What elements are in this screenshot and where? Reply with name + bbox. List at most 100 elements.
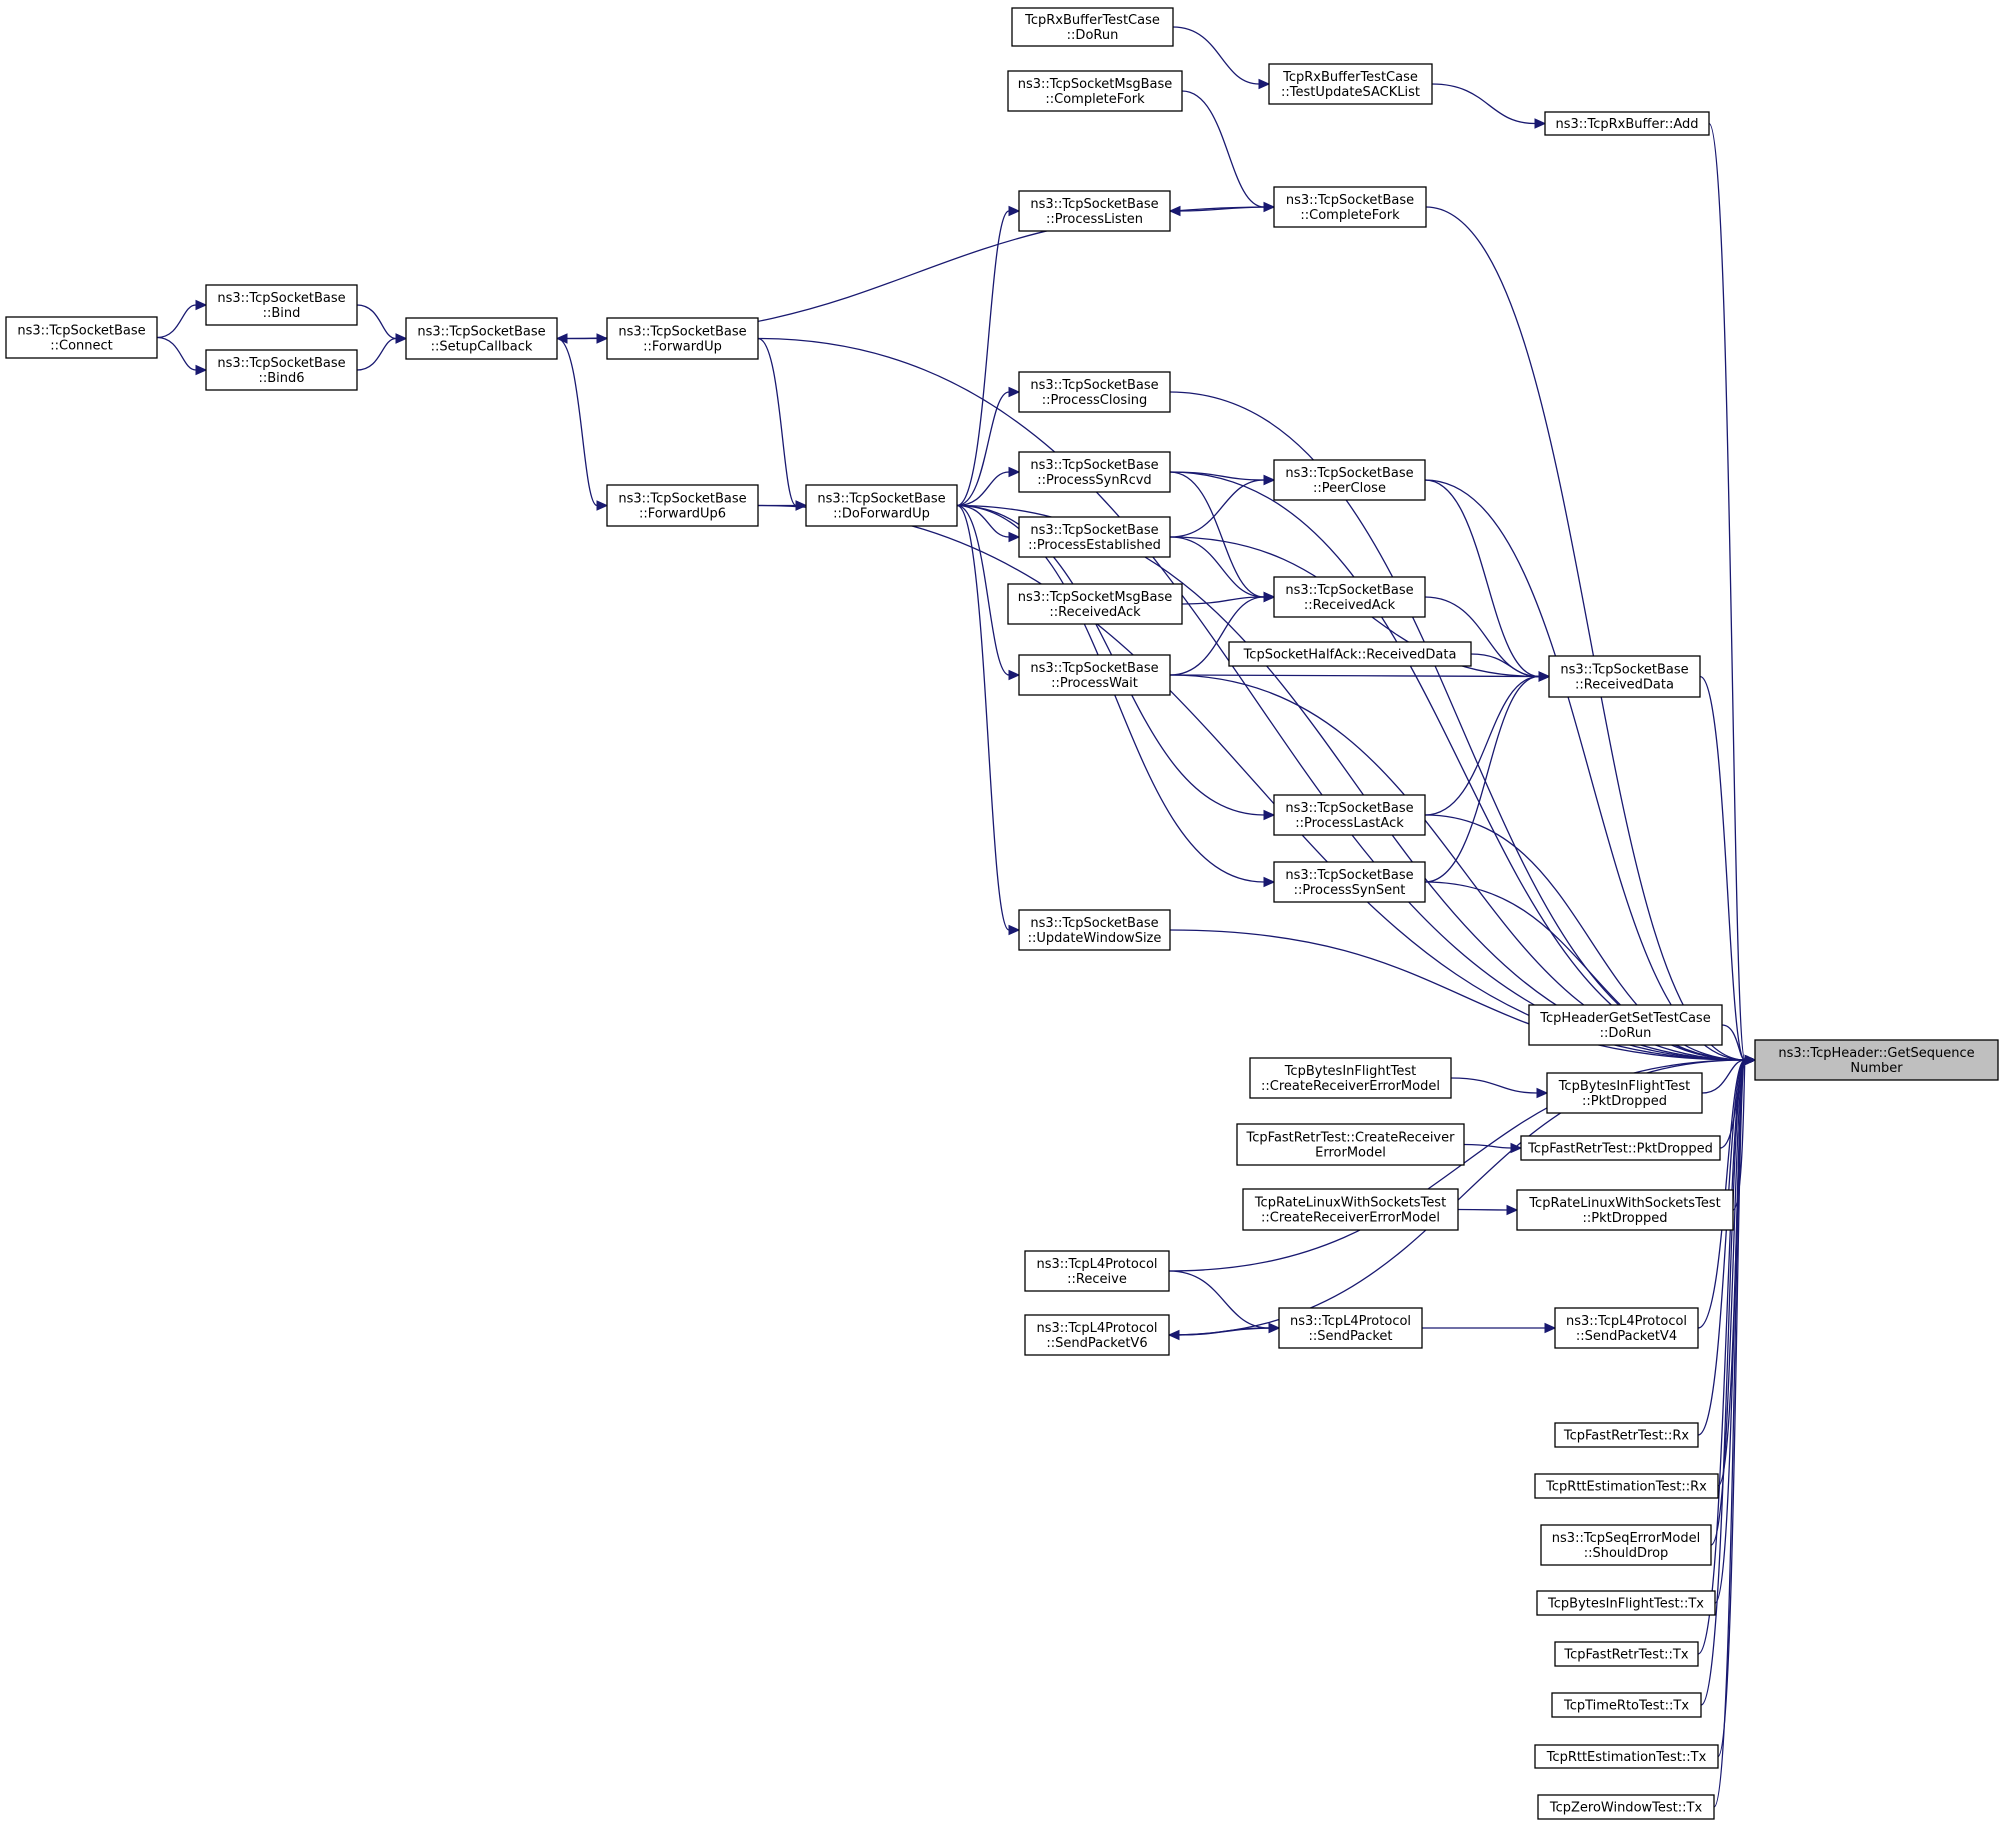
edge-rl_createerr-to-rl_pktdropped (1457, 1208, 1508, 1211)
node-fr_rx[interactable]: TcpFastRetrTest::Rx (1554, 1422, 1699, 1448)
node-label-line: ns3::TcpSocketBase (1030, 197, 1158, 212)
node-box (1007, 583, 1183, 625)
node-setupcallback[interactable]: ns3::TcpSocketBase::SetupCallback (405, 317, 558, 360)
node-l4_receive[interactable]: ns3::TcpL4Protocol::Receive (1024, 1250, 1170, 1292)
edge-processsynsent-to-receiveddata (1424, 675, 1540, 883)
node-bif_pktdropped[interactable]: TcpBytesInFlightTest::PktDropped (1546, 1072, 1703, 1114)
node-label-line: ns3::TcpSocketBase (1030, 916, 1158, 931)
node-label-line: ::Bind6 (258, 371, 304, 386)
node-rtt_tx[interactable]: TcpRttEstimationTest::Tx (1534, 1744, 1719, 1769)
node-box (1273, 576, 1426, 618)
node-connect[interactable]: ns3::TcpSocketBase::Connect (5, 316, 158, 359)
node-forwardup[interactable]: ns3::TcpSocketBase::ForwardUp (606, 317, 759, 360)
node-processclosing[interactable]: ns3::TcpSocketBase::ProcessClosing (1018, 371, 1171, 413)
edge-timerto_tx-to-root (1700, 1059, 1746, 1706)
node-bif_tx[interactable]: TcpBytesInFlightTest::Tx (1536, 1590, 1716, 1616)
node-timerto_tx[interactable]: TcpTimeRtoTest::Tx (1551, 1692, 1702, 1718)
node-rxbuf_add[interactable]: ns3::TcpRxBuffer::Add (1544, 111, 1710, 136)
node-label-line: ::ReceivedData (1575, 678, 1674, 693)
node-msgbase_completefork[interactable]: ns3::TcpSocketMsgBase::CompleteFork (1007, 70, 1183, 112)
arrowhead-l4_sendpacketv6-to-l4_sendpacket (1268, 1322, 1281, 1334)
node-updatewindowsize[interactable]: ns3::TcpSocketBase::UpdateWindowSize (1018, 909, 1171, 951)
arrowhead-setupcallback-to-forwardup (596, 333, 609, 344)
node-completefork[interactable]: ns3::TcpSocketBase::CompleteFork (1273, 186, 1427, 228)
node-receiveddata[interactable]: ns3::TcpSocketBase::ReceivedData (1548, 655, 1701, 698)
node-peerclose[interactable]: ns3::TcpSocketBase::PeerClose (1273, 459, 1426, 501)
node-box (5, 316, 158, 359)
node-rxbuf_testupdate[interactable]: TcpRxBufferTestCase::TestUpdateSACKList (1268, 63, 1433, 105)
node-label-line: TcpBytesInFlightTest::Tx (1547, 1597, 1704, 1612)
node-box (1273, 861, 1426, 903)
node-msgbase_receivedack[interactable]: ns3::TcpSocketMsgBase::ReceivedAck (1007, 583, 1183, 625)
node-box (1520, 1135, 1721, 1161)
edge-receiveddata-to-root (1699, 675, 1746, 1061)
node-l4_sendpacketv6[interactable]: ns3::TcpL4Protocol::SendPacketV6 (1024, 1314, 1170, 1356)
edge-connect-to-bind (156, 304, 197, 339)
arrowhead-l4_sendpacket-to-l4_sendpacketv4 (1544, 1322, 1557, 1334)
node-rl_createerr[interactable]: TcpRateLinuxWithSocketsTest::CreateRecei… (1242, 1188, 1459, 1231)
node-label-line: ::ProcessWait (1051, 676, 1138, 691)
node-label-line: ns3::TcpL4Protocol (1036, 1321, 1157, 1336)
node-l4_sendpacketv4[interactable]: ns3::TcpL4Protocol::SendPacketV4 (1554, 1307, 1699, 1349)
node-box (1018, 654, 1171, 696)
node-bif_createerr[interactable]: TcpBytesInFlightTest::CreateReceiverErro… (1249, 1057, 1452, 1099)
node-processlastack[interactable]: ns3::TcpSocketBase::ProcessLastAck (1273, 794, 1426, 836)
node-l4_sendpacket[interactable]: ns3::TcpL4Protocol::SendPacket (1278, 1307, 1423, 1349)
node-processestablished[interactable]: ns3::TcpSocketBase::ProcessEstablished (1018, 516, 1171, 558)
edge-processestablished-to-receivedack (1169, 536, 1265, 598)
edge-doforwardup-to-processsynrcvd (956, 471, 1010, 507)
node-rtt_rx[interactable]: TcpRttEstimationTest::Rx (1534, 1473, 1719, 1499)
node-label-line: TcpRxBufferTestCase (1024, 13, 1160, 28)
node-fr_pktdropped[interactable]: TcpFastRetrTest::PktDropped (1520, 1135, 1721, 1161)
node-box (606, 484, 759, 527)
node-label-line: ::SendPacketV6 (1046, 1336, 1147, 1351)
node-halfack_receiveddata[interactable]: TcpSocketHalfAck::ReceivedData (1228, 641, 1472, 667)
edge-doforwardup-to-updatewindowsize (956, 504, 1010, 931)
edge-processsynrcvd-to-root (1169, 471, 1746, 1061)
node-label-line: TcpFastRetrTest::Rx (1563, 1429, 1690, 1444)
edge-processwait-to-receiveddata (1169, 674, 1540, 678)
node-fr_tx[interactable]: TcpFastRetrTest::Tx (1554, 1641, 1699, 1667)
node-bind[interactable]: ns3::TcpSocketBase::Bind (205, 284, 358, 326)
node-processwait[interactable]: ns3::TcpSocketBase::ProcessWait (1018, 654, 1171, 696)
edge-updatewindowsize-to-root (1169, 929, 1746, 1061)
edge-rxbuf_add-to-root (1708, 122, 1746, 1061)
edge-l4_receive-to-l4_sendpacket (1168, 1270, 1270, 1329)
node-label-line: TcpRateLinuxWithSocketsTest (1528, 1196, 1720, 1211)
node-label-line: TcpRttEstimationTest::Tx (1546, 1750, 1707, 1765)
node-rl_pktdropped[interactable]: TcpRateLinuxWithSocketsTest::PktDropped (1516, 1189, 1734, 1231)
node-label-line: ::ForwardUp (643, 340, 722, 355)
node-label-line: ns3::TcpSocketBase (217, 291, 345, 306)
node-zerowin_tx[interactable]: TcpZeroWindowTest::Tx (1537, 1794, 1715, 1820)
node-seqerr_shoulddrop[interactable]: ns3::TcpSeqErrorModel::ShouldDrop (1540, 1524, 1712, 1566)
node-processlisten[interactable]: ns3::TcpSocketBase::ProcessListen (1018, 190, 1171, 232)
node-label-line: ns3::TcpSocketBase (1286, 193, 1414, 208)
node-label-line: ns3::TcpL4Protocol (1566, 1314, 1687, 1329)
node-receivedack[interactable]: ns3::TcpSocketBase::ReceivedAck (1273, 576, 1426, 618)
node-processsynsent[interactable]: ns3::TcpSocketBase::ProcessSynSent (1273, 861, 1426, 903)
edge-hdrgetset_dorun-to-root (1721, 1024, 1746, 1061)
node-label-line: ::ReceivedAck (1304, 598, 1396, 613)
node-forwardup6[interactable]: ns3::TcpSocketBase::ForwardUp6 (606, 484, 759, 527)
node-box (1536, 1590, 1716, 1616)
node-box (1554, 1307, 1699, 1349)
arrowhead-rxbuf_testupdate-to-rxbuf_add (1534, 118, 1547, 129)
edge-rxbuf_dorun-to-rxbuf_testupdate (1172, 26, 1260, 85)
node-doforwardup[interactable]: ns3::TcpSocketBase::DoForwardUp (805, 484, 958, 527)
node-processsynrcvd[interactable]: ns3::TcpSocketBase::ProcessSynRcvd (1018, 451, 1171, 493)
node-box (1236, 1123, 1465, 1166)
node-box (1018, 190, 1171, 232)
edge-processsynsent-to-root (1424, 881, 1746, 1061)
arrowhead-rl_createerr-to-rl_pktdropped (1506, 1204, 1519, 1216)
node-fr_createerr[interactable]: TcpFastRetrTest::CreateReceiverErrorMode… (1236, 1123, 1465, 1166)
node-bind6[interactable]: ns3::TcpSocketBase::Bind6 (205, 349, 358, 391)
node-box (1537, 1794, 1715, 1820)
node-rxbuf_dorun[interactable]: TcpRxBufferTestCase::DoRun (1011, 7, 1174, 47)
node-box (1242, 1188, 1459, 1231)
arrowhead-doforwardup-to-processestablished (1008, 531, 1021, 543)
arrowhead-doforwardup-to-processlisten (1008, 205, 1021, 217)
node-hdrgetset_dorun[interactable]: TcpHeaderGetSetTestCase::DoRun (1528, 1004, 1723, 1046)
arrowhead-connect-to-bind6 (195, 364, 208, 376)
